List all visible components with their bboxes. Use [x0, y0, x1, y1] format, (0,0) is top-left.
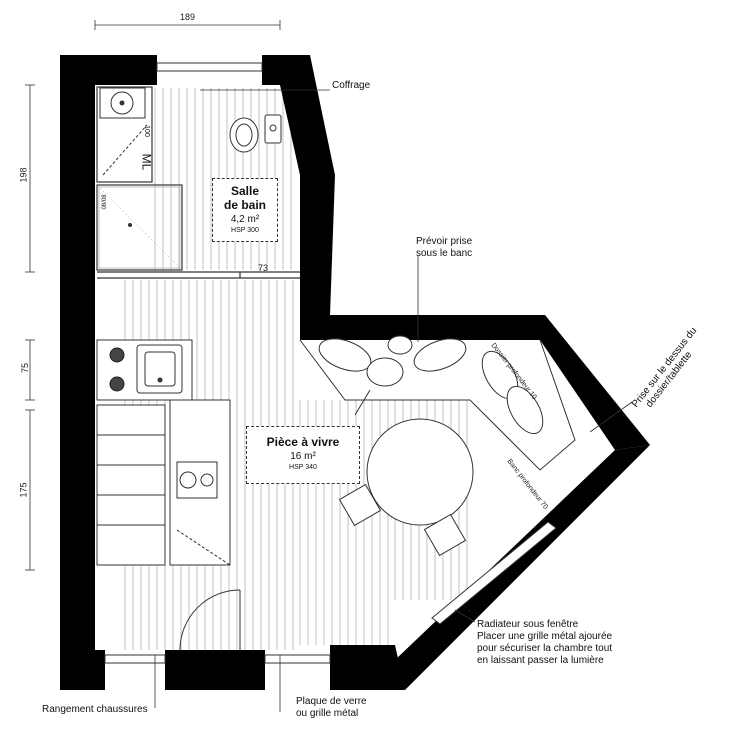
note-radiateur-2: Placer une grille métal ajourée	[477, 631, 613, 642]
note-prise-banc-1: Prévoir prise	[416, 236, 473, 247]
wall-bottom-right	[330, 645, 405, 690]
note-radiateur-1: Radiateur sous fenêtre	[477, 619, 579, 630]
ml-label: ML	[139, 153, 154, 171]
note-plaque-2: ou grille métal	[296, 708, 359, 719]
dimension-lines	[25, 20, 281, 571]
dim-8080-label: 80/80	[99, 194, 106, 210]
corner-bench	[299, 339, 576, 471]
bathroom-hsp: HSP 300	[231, 227, 259, 234]
wall-right-diagonal	[540, 315, 650, 450]
note-plaque-1: Plaque de verre	[296, 696, 367, 707]
living-room-hsp: HSP 340	[289, 464, 317, 471]
wall-right-lower	[395, 445, 650, 690]
dim-left-bottom: 175	[18, 482, 29, 498]
dim-100-label: 100	[142, 125, 150, 137]
dim-top-width: 189	[180, 12, 196, 22]
window-bottom-left	[104, 654, 166, 664]
wall-right-upper	[300, 175, 335, 315]
wall-bottom-left	[60, 650, 105, 690]
wall-left	[60, 55, 95, 690]
door	[179, 589, 241, 651]
note-prise-banc-2: sous le banc	[416, 248, 473, 259]
living-room-area: 16 m²	[290, 451, 316, 462]
shower-area	[96, 184, 183, 271]
dim-passage: 73	[258, 263, 269, 273]
note-radiateur-3: pour sécuriser la chambre tout	[477, 643, 613, 654]
note-coffrage: Coffrage	[332, 80, 371, 91]
stairs	[96, 404, 166, 566]
wall-top-right	[262, 55, 335, 175]
wall-top-left	[60, 55, 157, 85]
annotation-leaders	[154, 89, 633, 712]
window-bottom-right	[264, 654, 331, 664]
bathroom-title-line2: de bain	[223, 198, 266, 212]
dining-table	[366, 418, 474, 526]
windows	[104, 62, 557, 664]
note-rangement: Rangement chaussures	[42, 704, 148, 715]
window-diagonal	[431, 521, 557, 625]
bathroom-partitions	[96, 86, 300, 279]
wall-bottom-mid	[165, 650, 265, 690]
chairs	[318, 338, 544, 557]
note-radiateur-4: en laissant passer la lumière	[477, 655, 604, 666]
kitchen-counter	[96, 339, 231, 566]
dim-left-top: 198	[18, 167, 29, 183]
dim-left-mid: 75	[20, 362, 31, 374]
bathroom-area: 4,2 m²	[230, 214, 260, 225]
shower-drain	[128, 223, 132, 227]
bathroom-title-line1: Salle	[230, 184, 260, 198]
person-figure	[354, 335, 413, 416]
exterior-walls	[60, 55, 650, 690]
washbasin	[99, 87, 148, 176]
washbasin-area	[96, 86, 153, 183]
living-room-title: Pièce à vivre	[266, 435, 340, 449]
bathroom-label-box: Salle de bain 4,2 m² HSP 300	[212, 178, 278, 242]
shower-tiles	[96, 184, 183, 271]
living-room-label-box: Pièce à vivre 16 m² HSP 340	[246, 426, 360, 484]
toilet	[229, 114, 282, 153]
window-top	[156, 62, 263, 72]
wall-top-right-wing	[300, 315, 545, 340]
